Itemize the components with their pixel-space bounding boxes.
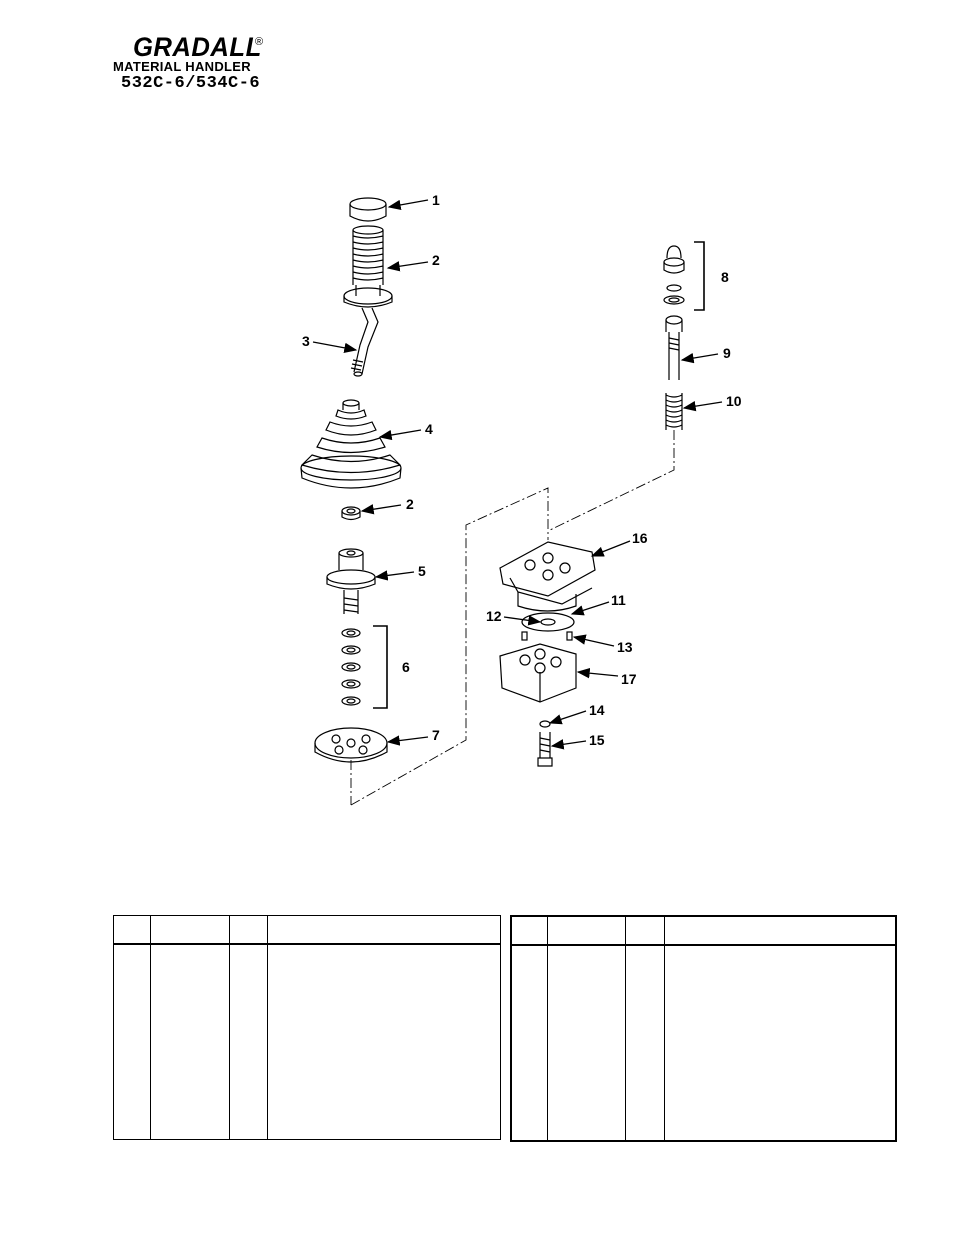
callout-10: 10 [726,393,742,409]
callout-17: 17 [621,671,637,687]
callout-12: 12 [486,608,502,624]
column-header-item [511,916,548,946]
table-cell [547,945,626,1141]
brand-name: GRADALL [133,32,262,62]
callout-2: 2 [432,252,440,268]
callout-leaders [312,199,723,750]
part-plunger-body [326,548,376,614]
table-cell [625,945,665,1141]
column-header-qty [625,916,665,946]
part-valve-body [499,643,577,703]
callout-11: 11 [611,592,626,608]
callout-3: 3 [302,333,310,349]
callout-8: 8 [721,269,729,285]
model-numbers: 532C-6/534C-6 [121,74,261,93]
table-cell [664,945,896,1141]
callout-6: 6 [402,659,410,675]
part-plunger-stem [665,315,683,380]
table-header-row [113,915,501,945]
registered-mark: ® [255,36,264,48]
table-cell [150,944,230,1140]
part-base-plate [314,727,388,763]
part-fitting [537,732,553,767]
part-spring [665,393,683,430]
parts-list-table-right [510,915,897,1142]
table-row [114,944,501,1140]
callout-16: 16 [632,530,648,546]
part-gasket [521,612,575,632]
part-o-ring [539,720,551,728]
part-rubber-boot [300,399,402,489]
column-header-description [664,916,896,946]
callout-9: 9 [723,345,731,361]
assembly-centerlines [350,430,675,806]
part-threaded-sleeve [343,225,393,308]
callout-4: 4 [425,421,433,437]
callout-1: 1 [432,192,440,208]
part-nut [341,506,361,521]
callout-2b: 2 [406,496,414,512]
table-cell [229,944,268,1140]
part-washer-stack [341,625,388,709]
table-row [511,945,896,1141]
column-header-part-number [547,916,626,946]
table-cell [511,945,548,1141]
callout-15: 15 [589,732,605,748]
part-pins [521,631,573,641]
callout-13: 13 [617,639,633,655]
column-header-item [113,915,151,945]
table-cell [267,944,501,1140]
part-valve-cap-assembly [663,241,705,311]
callout-14: 14 [589,702,605,718]
part-upper-housing [499,541,596,612]
table-cell [114,944,151,1140]
parts-list-table-left [113,915,501,1140]
column-header-part-number [150,915,230,945]
column-header-description [267,915,501,945]
part-knob-cap [349,197,387,222]
callout-7: 7 [432,727,440,743]
part-lever [350,307,379,377]
table-header-row [511,916,896,946]
callout-5: 5 [418,563,426,579]
gradall-logo: GRADALL ® MATERIAL HANDLER 532C-6/534C-6 [113,33,293,95]
product-line: MATERIAL HANDLER [113,59,251,74]
column-header-qty [229,915,268,945]
